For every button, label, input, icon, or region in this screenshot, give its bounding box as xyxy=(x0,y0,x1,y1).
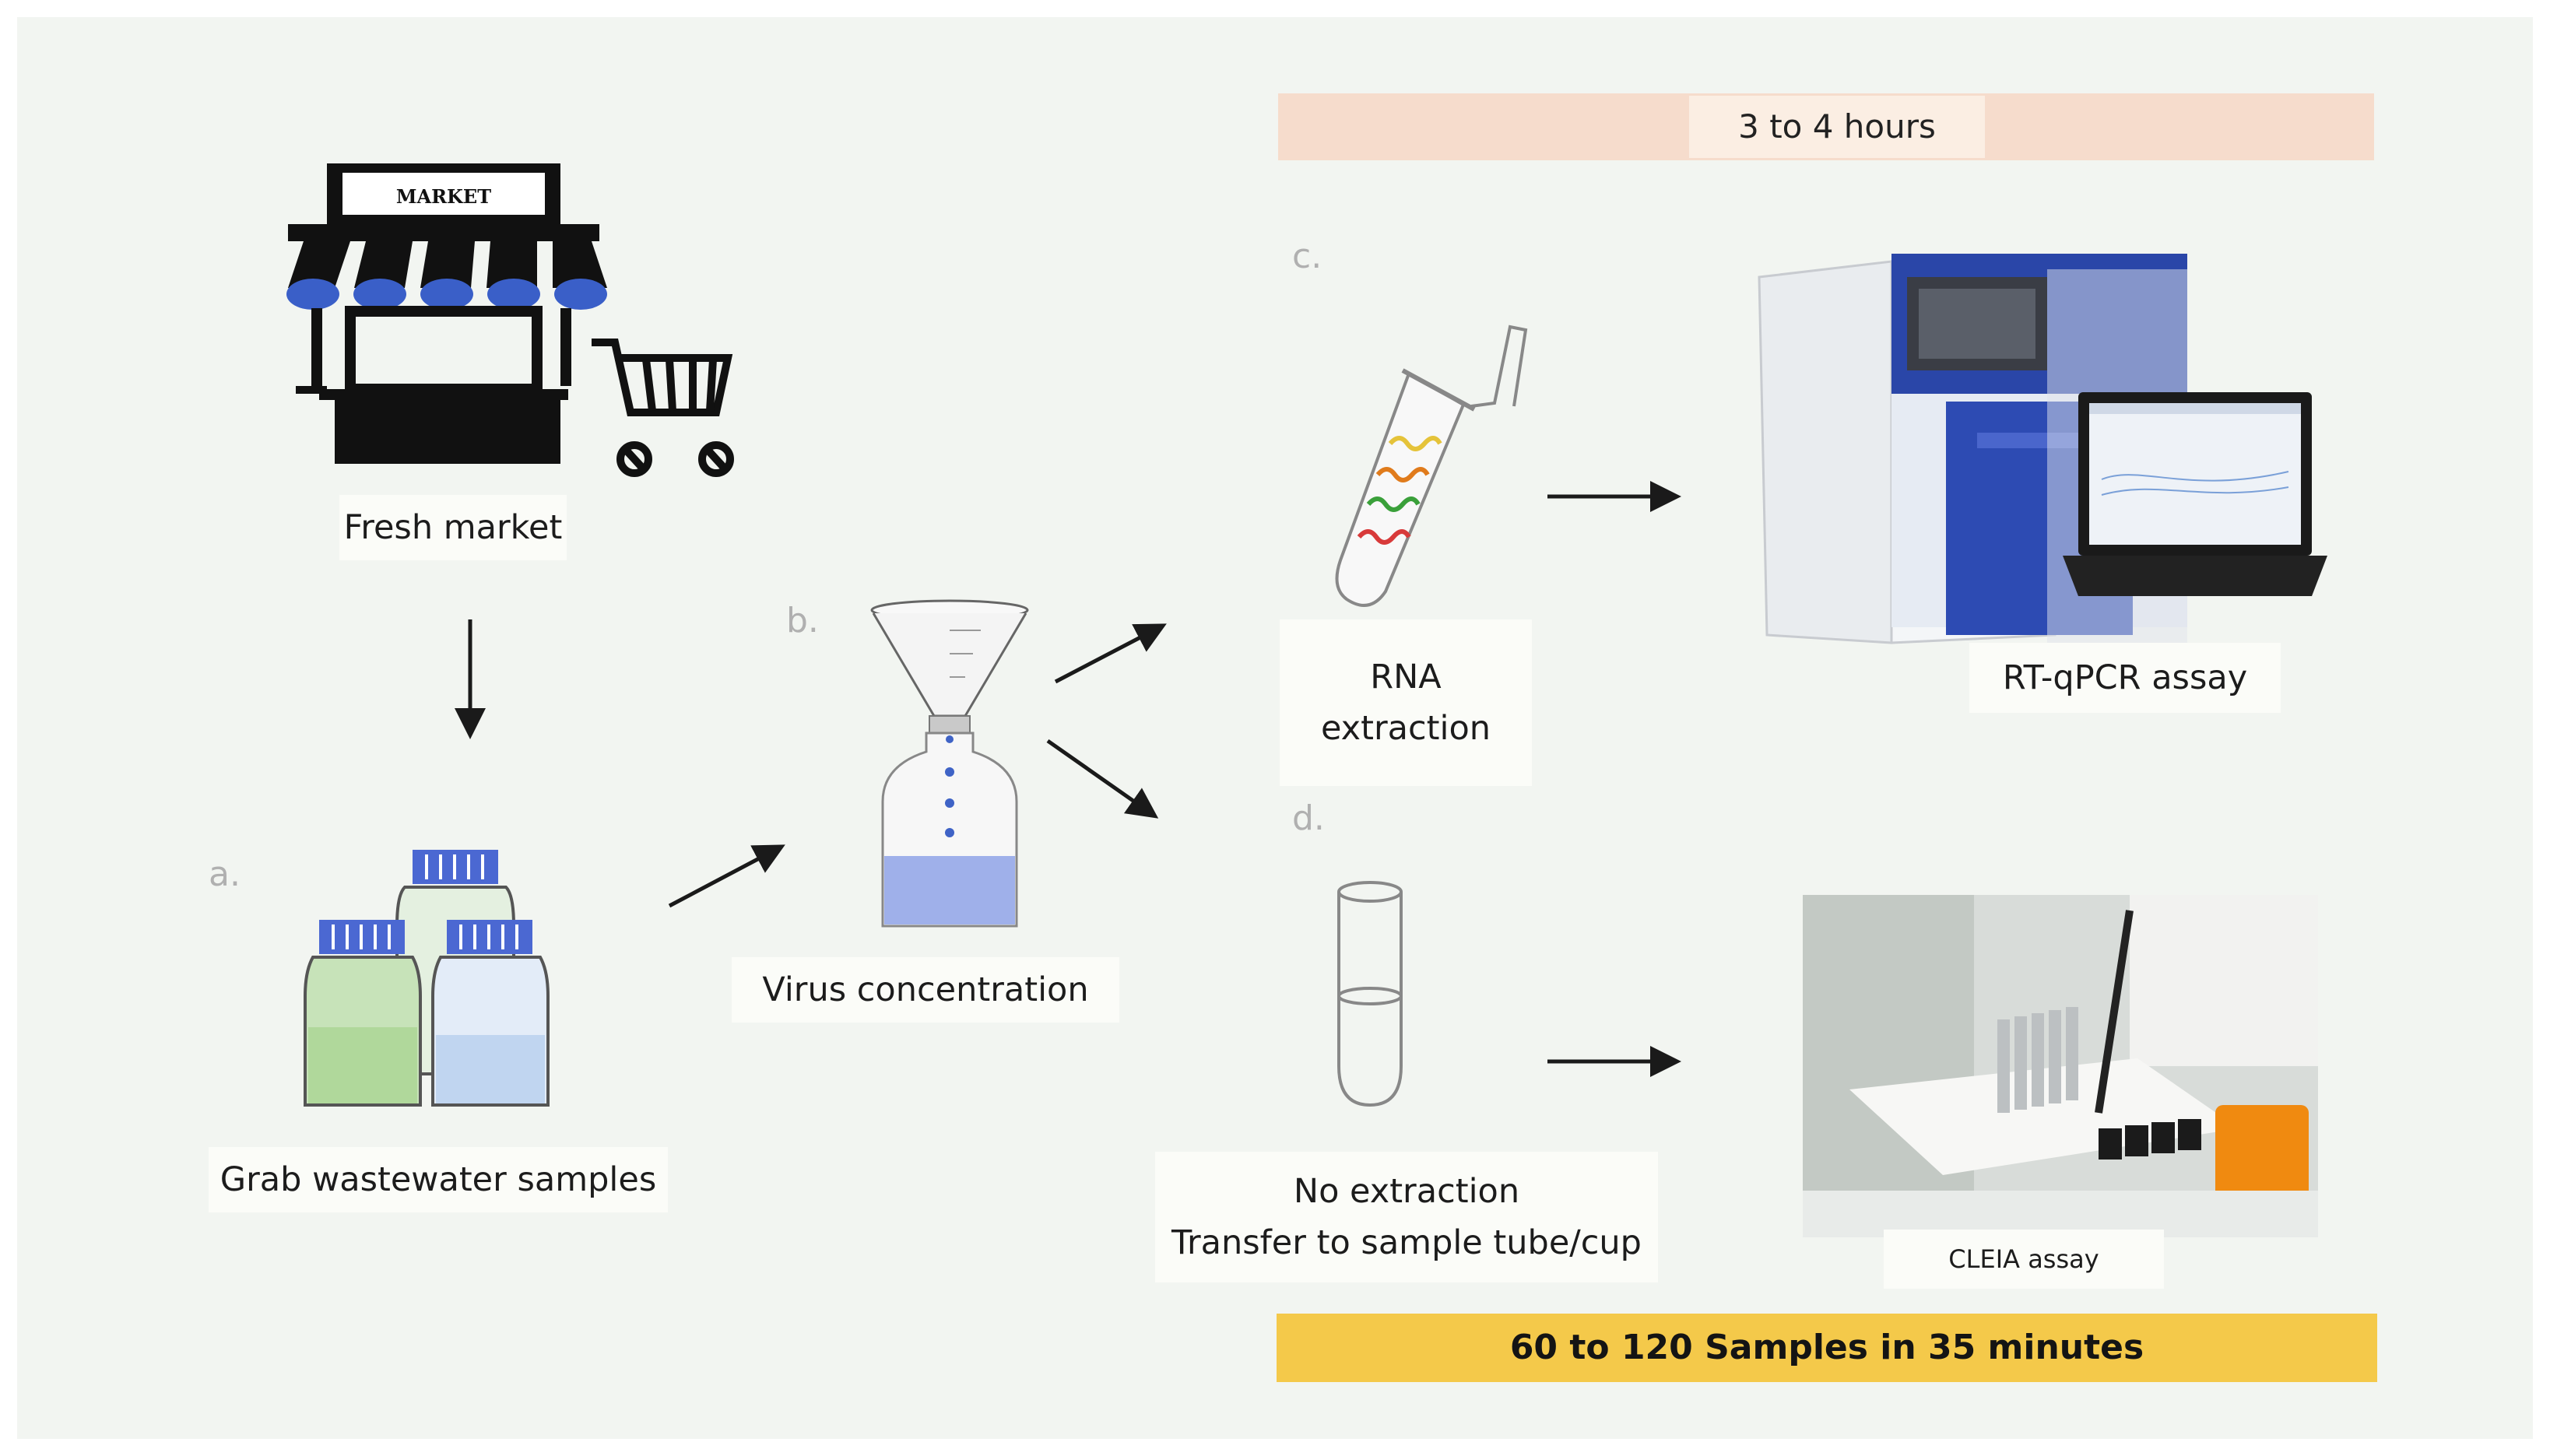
cleia-instrument-image xyxy=(1803,895,2318,1237)
rna-extraction-label: RNA extraction xyxy=(1280,619,1532,786)
arrow-concentration-to-rna xyxy=(1054,623,1167,684)
sample-tube-icon xyxy=(1337,881,1403,1107)
step-c-label: c. xyxy=(1292,237,1322,276)
wastewater-bottles-icon xyxy=(304,850,550,1107)
no-extraction-line1: No extraction xyxy=(1293,1172,1520,1211)
filter-funnel-icon xyxy=(870,599,1029,928)
arrow-samples-to-concentration xyxy=(668,844,785,908)
arrow-concentration-to-noextraction xyxy=(1046,739,1159,819)
rtqpcr-time-label: 3 to 4 hours xyxy=(1689,96,1985,158)
no-extraction-line2: Transfer to sample tube/cup xyxy=(1171,1223,1642,1262)
rna-tube-icon xyxy=(1335,325,1528,607)
step-d-label: d. xyxy=(1292,798,1325,838)
market-icon xyxy=(286,163,734,477)
cleia-label: CLEIA assay xyxy=(1884,1230,2164,1289)
grab-samples-label: Grab wastewater samples xyxy=(209,1147,668,1212)
rtqpcr-label: RT-qPCR assay xyxy=(1969,643,2281,713)
market-sign-text: MARKET xyxy=(395,185,492,208)
rna-extraction-line2: extraction xyxy=(1320,709,1491,748)
rtqpcr-time-bar: 3 to 4 hours xyxy=(1278,93,2374,160)
cleia-throughput-bar: 60 to 120 Samples in 35 minutes xyxy=(1277,1314,2377,1382)
step-b-label: b. xyxy=(786,601,819,640)
rna-extraction-line1: RNA xyxy=(1370,658,1442,696)
no-extraction-label: No extraction Transfer to sample tube/cu… xyxy=(1155,1152,1658,1282)
step-a-label: a. xyxy=(209,854,241,894)
fresh-market-label: Fresh market xyxy=(339,495,567,560)
virus-concentration-label: Virus concentration xyxy=(732,957,1119,1023)
rtqpcr-instrument-image xyxy=(1751,246,2327,651)
